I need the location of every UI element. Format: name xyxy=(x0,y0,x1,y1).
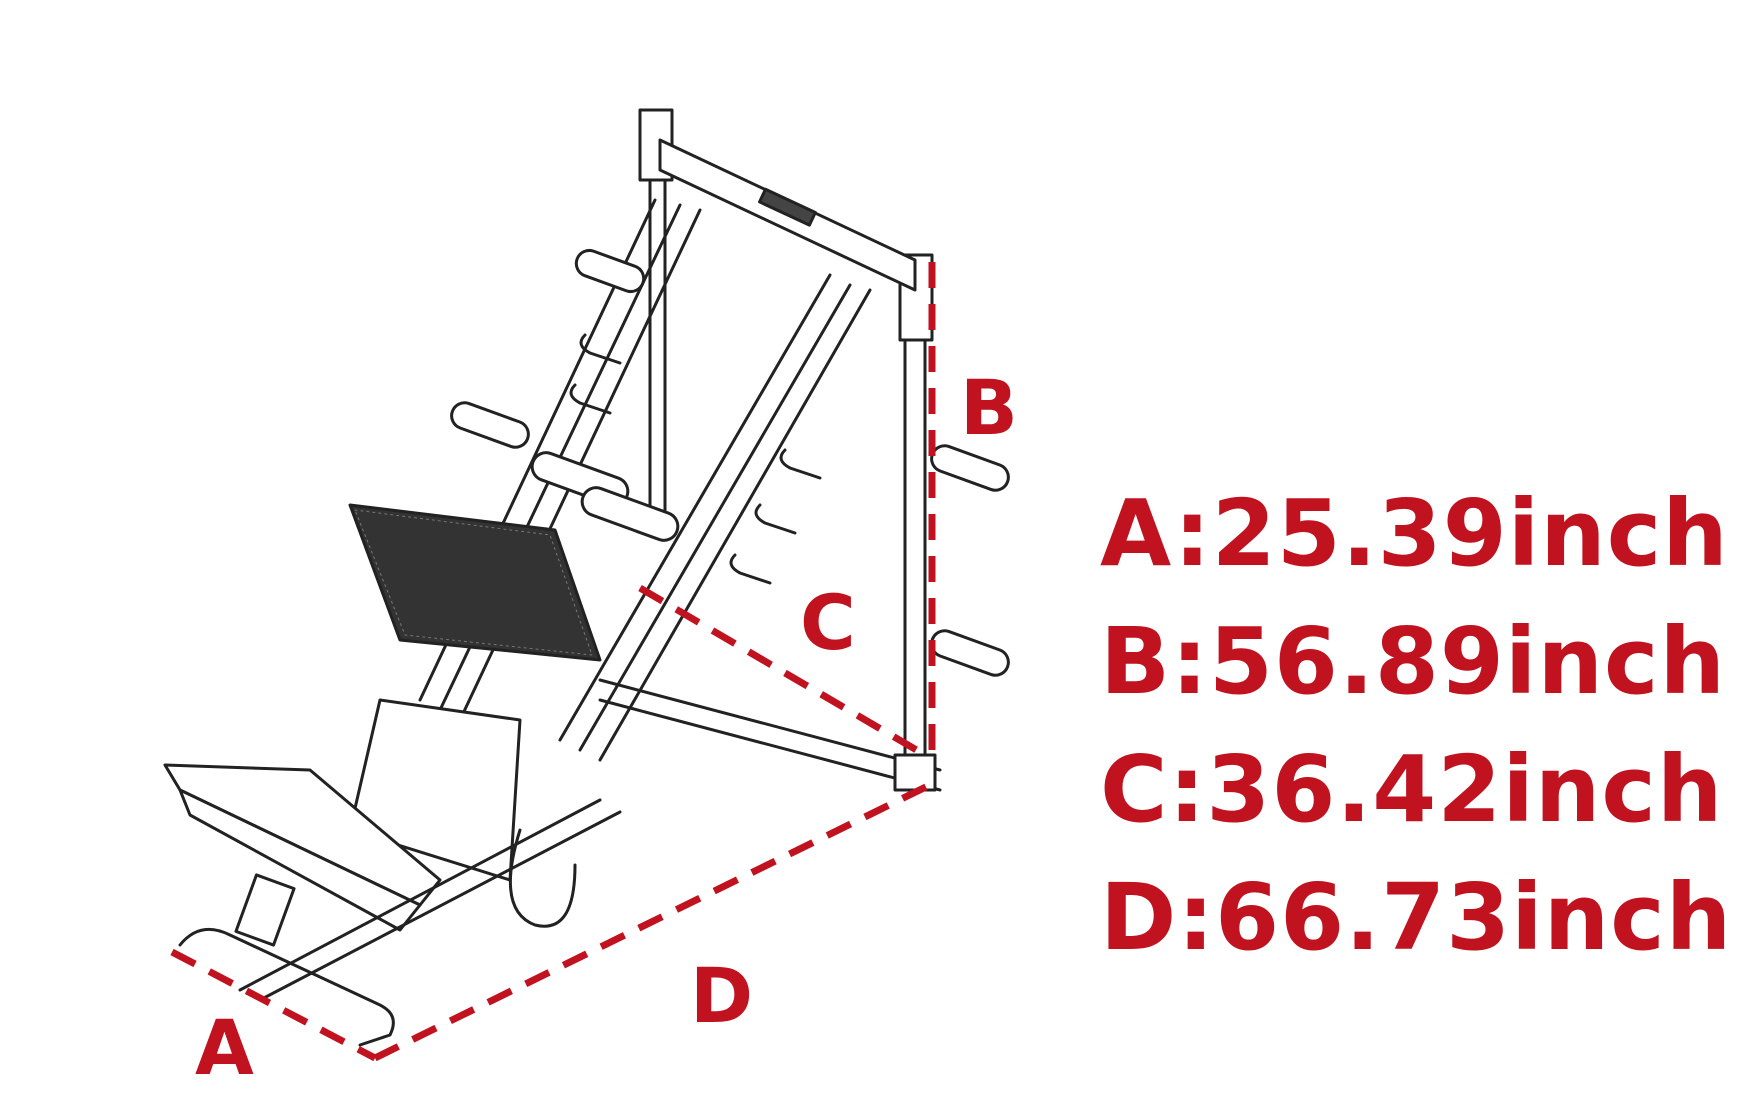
marker-b: B xyxy=(960,363,1018,452)
spec-list: A:25.39inch B:56.89inch C:36.42inch D:66… xyxy=(1100,470,1732,982)
dimension-line-a xyxy=(170,948,377,1062)
marker-d: D xyxy=(690,951,754,1040)
dimension-line-d xyxy=(373,776,942,1062)
marker-a: A xyxy=(195,1003,254,1092)
dimension-lines xyxy=(170,262,942,1062)
spec-c: C:36.42inch xyxy=(1100,736,1724,843)
machine-drawing xyxy=(163,108,1010,1047)
marker-c: C xyxy=(800,578,856,667)
dimension-line-c xyxy=(638,584,927,759)
spec-a: A:25.39inch xyxy=(1100,480,1729,587)
spec-b: B:56.89inch xyxy=(1100,608,1726,715)
spec-d: D:66.73inch xyxy=(1100,864,1733,971)
